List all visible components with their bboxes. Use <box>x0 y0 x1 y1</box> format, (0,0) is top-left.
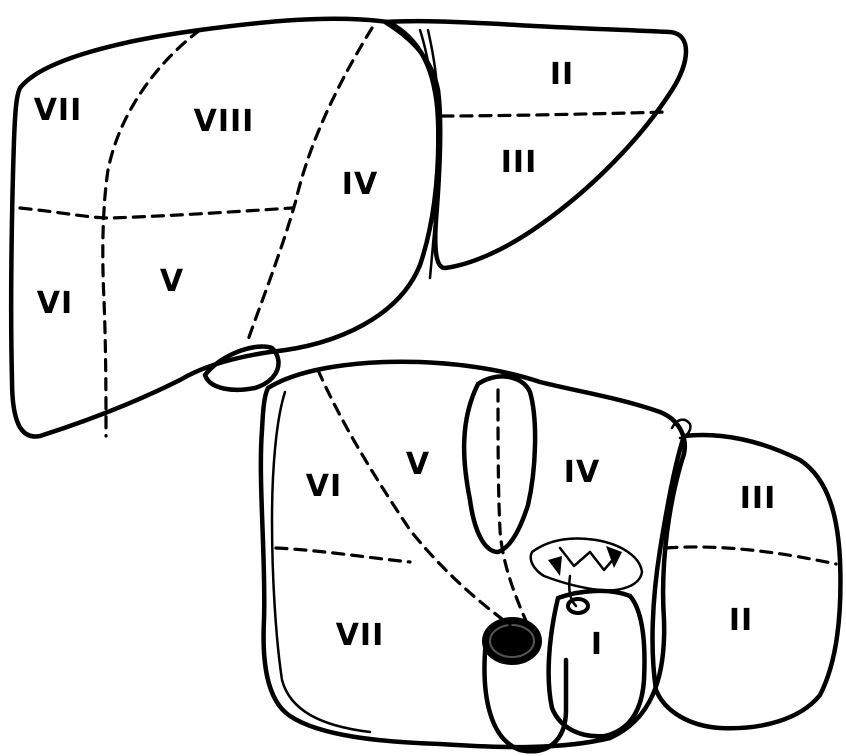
segment-label: V <box>160 264 184 299</box>
inferior-liver-view: VI V IV III VII I II <box>261 362 841 752</box>
segment-label: II <box>729 603 753 638</box>
inferior-right-lobe-outline <box>261 362 685 747</box>
segment-label: III <box>501 145 538 180</box>
border-ii-iii <box>442 112 668 116</box>
segment-label: VIII <box>194 104 255 139</box>
anterior-right-lobe-outline <box>11 19 438 437</box>
segment-label: IV <box>564 455 600 490</box>
anterior-liver-view: VII VIII IV II III VI V <box>11 19 686 437</box>
segment-label: V <box>406 447 430 482</box>
border-horizontal-right-inferior <box>276 548 410 562</box>
border-ii-iii-inferior <box>666 547 836 564</box>
border-horizontal-right <box>20 208 292 218</box>
segment-label: VII <box>34 93 83 128</box>
segment-label: VI <box>37 286 73 321</box>
inferior-left-lobe-outline <box>653 435 841 728</box>
portal-vessels <box>560 548 616 606</box>
segment-label: II <box>550 57 574 92</box>
segment-label: VI <box>306 469 342 504</box>
segment-label: IV <box>342 167 378 202</box>
porta-hepatis <box>531 539 642 591</box>
caudate-lobe-outline <box>549 591 645 736</box>
segment-label: I <box>591 627 603 662</box>
segment-label: VII <box>336 618 385 653</box>
border-vi-v <box>318 370 510 625</box>
bile-duct-stump <box>568 599 588 613</box>
segment-label: III <box>740 481 777 516</box>
